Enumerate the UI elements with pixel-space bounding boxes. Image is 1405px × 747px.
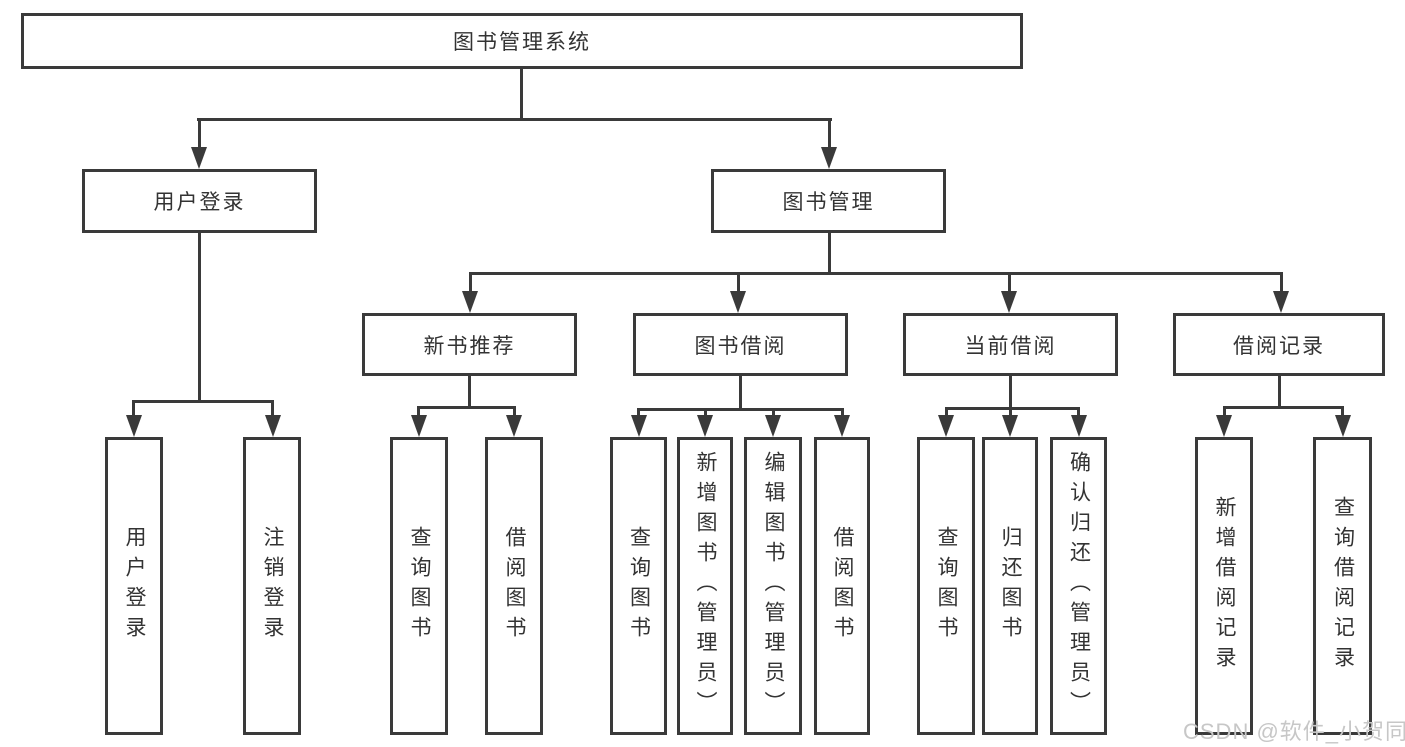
leaf-query-books-3-label: 查询图书 [935, 526, 958, 646]
connector-user-login-shaft [197, 118, 201, 154]
leaf-borrow-books-2: 借阅图书 [814, 437, 870, 735]
connector-current-borrowing-drop [1009, 376, 1012, 407]
connector-leaf-shaft [1077, 407, 1080, 422]
arrow-to-leaf-edit-books [765, 415, 781, 437]
watermark: CSDN @软件_小贺同学 [1183, 719, 1405, 744]
leaf-query-books-2-label: 查询图书 [627, 526, 651, 646]
connector-level3-shaft [1007, 272, 1011, 297]
connector-level3-shaft [736, 272, 740, 297]
arrow-to-leaf-add-books [697, 415, 713, 437]
connector-leaf-shaft [271, 400, 274, 422]
leaf-borrow-books-1: 借阅图书 [485, 437, 543, 735]
arrow-to-leaf-logout [264, 415, 281, 437]
connector-level3-branch [468, 272, 1283, 275]
leaf-edit-books-admin-label: 编辑图书（管理员） [762, 451, 785, 721]
arrow-to-user-login [191, 147, 207, 169]
leaf-query-books-1: 查询图书 [390, 437, 448, 735]
connector-leaf-shaft [1008, 407, 1012, 422]
arrow-to-leaf-add-borrow-record [1216, 415, 1232, 437]
connector-leaf-shaft [417, 406, 420, 422]
connector-leaf-shaft [132, 400, 135, 422]
connector-book-management-drop [827, 233, 831, 272]
connector-book-management-shaft [827, 118, 831, 154]
connector-leaf-shaft [512, 406, 516, 422]
arrow-to-leaf-borrow-books-2 [834, 415, 850, 437]
leaf-add-borrow-record: 新增借阅记录 [1195, 437, 1253, 735]
connector-root-drop [520, 69, 523, 118]
leaf-add-books-admin: 新增图书（管理员） [677, 437, 733, 735]
connector-level3-shaft [1279, 272, 1283, 297]
node-borrowing-records: 借阅记录 [1173, 313, 1385, 376]
connector-new-book-leaf-branch [417, 406, 516, 409]
connector-level3-shaft [468, 272, 472, 297]
leaf-user-login-label: 用户登录 [123, 526, 146, 646]
connector-borrowing-records-leaf-branch [1222, 406, 1344, 409]
leaf-logout-label: 注销登录 [261, 526, 284, 646]
node-book-management: 图书管理 [711, 169, 946, 233]
connector-leaf-shaft [944, 407, 948, 422]
leaf-add-borrow-record-label: 新增借阅记录 [1213, 496, 1236, 676]
leaf-user-login: 用户登录 [105, 437, 163, 735]
node-user-login: 用户登录 [82, 169, 317, 233]
arrow-to-leaf-query-books-2 [630, 415, 647, 437]
arrow-to-leaf-user-login [125, 415, 142, 437]
leaf-confirm-return-admin-label: 确认归还（管理员） [1067, 451, 1091, 721]
arrow-to-leaf-borrow-books-1 [506, 415, 522, 437]
arrow-to-leaf-return-books [1002, 415, 1018, 437]
node-new-book-recommendation: 新书推荐 [362, 313, 577, 376]
leaf-query-books-1-label: 查询图书 [408, 526, 431, 646]
leaf-borrow-books-2-label: 借阅图书 [831, 526, 854, 646]
leaf-query-borrow-record-label: 查询借阅记录 [1331, 496, 1355, 676]
node-book-borrowing: 图书借阅 [633, 313, 848, 376]
arrow-to-leaf-query-borrow-record [1334, 415, 1351, 437]
arrow-to-leaf-query-books-3 [938, 415, 954, 437]
leaf-confirm-return-admin: 确认归还（管理员） [1050, 437, 1107, 735]
connector-leaf-shaft [1341, 406, 1344, 422]
leaf-return-books-label: 归还图书 [999, 526, 1022, 646]
leaf-query-borrow-record: 查询借阅记录 [1313, 437, 1372, 735]
connector-user-login-drop [197, 233, 201, 400]
leaf-add-books-admin-label: 新增图书（管理员） [694, 451, 717, 721]
connector-book-borrowing-leaf-branch [637, 408, 844, 411]
arrow-to-leaf-query-books-1 [410, 415, 427, 437]
arrow-to-current-borrowing [1001, 291, 1017, 313]
leaf-query-books-3: 查询图书 [917, 437, 975, 735]
node-library-management-system: 图书管理系统 [21, 13, 1023, 69]
connector-current-borrowing-leaf-branch [944, 407, 1080, 410]
connector-book-borrowing-drop [739, 376, 742, 408]
node-current-borrowing: 当前借阅 [903, 313, 1118, 376]
arrow-to-book-management [821, 147, 837, 169]
connector-level2-branch [197, 118, 832, 121]
connector-leaf-shaft [1222, 406, 1226, 422]
arrow-to-new-book-recommendation [462, 291, 478, 313]
leaf-query-books-2: 查询图书 [610, 437, 667, 735]
connector-borrowing-records-drop [1277, 376, 1281, 406]
arrow-to-book-borrowing [730, 291, 746, 313]
leaf-edit-books-admin: 编辑图书（管理员） [744, 437, 802, 735]
arrow-to-borrowing-records [1273, 291, 1289, 313]
connector-user-login-leaf-branch [132, 400, 274, 403]
leaf-borrow-books-1-label: 借阅图书 [503, 526, 526, 646]
arrow-to-leaf-confirm-return [1070, 415, 1087, 437]
connector-new-book-drop [468, 376, 471, 406]
leaf-return-books: 归还图书 [982, 437, 1038, 735]
leaf-logout: 注销登录 [243, 437, 301, 735]
